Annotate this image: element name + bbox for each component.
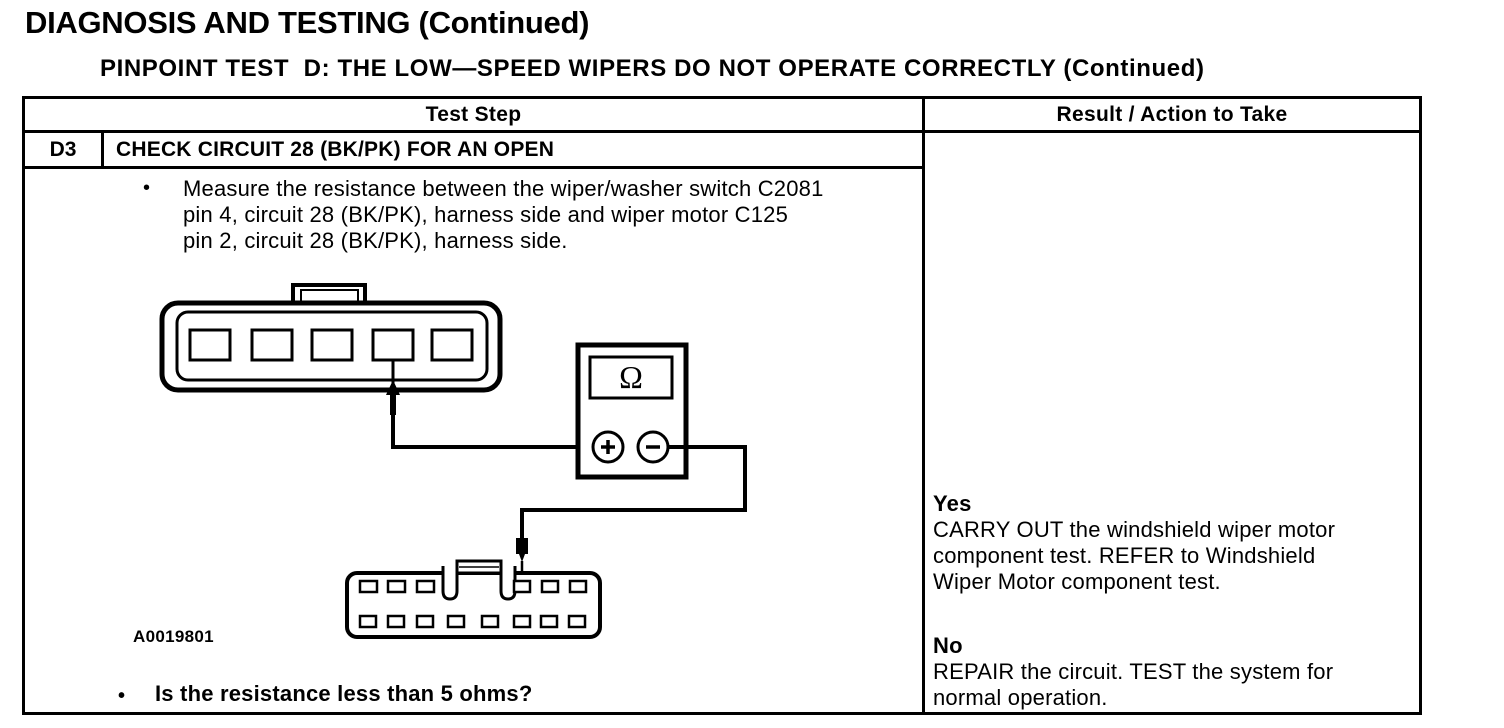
connector-notch xyxy=(499,566,517,601)
positive-wire xyxy=(391,413,594,449)
result-action-header: Result / Action to Take xyxy=(925,99,1419,133)
step-id: D3 xyxy=(25,133,104,166)
result-content-cell: Yes CARRY OUT the windshield wiper motor… xyxy=(925,133,1419,712)
connector-pin xyxy=(250,328,294,362)
yes-action-line: Wiper Motor component test. xyxy=(933,569,1221,594)
wiper-switch-connector xyxy=(159,283,503,393)
yes-label: Yes xyxy=(933,491,972,516)
yes-action-line: component test. REFER to Windshield xyxy=(933,543,1316,568)
test-step-column: Test Step D3 CHECK CIRCUIT 28 (BK/PK) FO… xyxy=(25,99,925,712)
connector-pin xyxy=(415,614,435,629)
connector-pin xyxy=(512,614,532,629)
instruction-line: pin 2, circuit 28 (BK/PK), harness side. xyxy=(183,228,568,253)
connector-pin xyxy=(358,614,378,629)
connector-body xyxy=(345,571,602,639)
instruction-line: Measure the resistance between the wiper… xyxy=(183,176,824,201)
connector-pin xyxy=(480,614,500,629)
connector-pin xyxy=(568,579,588,594)
test-probe-lower-icon xyxy=(516,538,528,562)
test-probe-upper-icon xyxy=(386,380,400,415)
resistance-test-diagram: Ω xyxy=(159,283,747,639)
step-content-cell: • Measure the resistance between the wip… xyxy=(25,169,922,712)
instruction-bullet: • xyxy=(143,177,151,199)
step-row: D3 CHECK CIRCUIT 28 (BK/PK) FOR AN OPEN xyxy=(25,133,922,169)
connector-pin xyxy=(386,579,407,594)
connector-pin xyxy=(358,579,379,594)
negative-wire xyxy=(520,445,747,540)
connector-pin-4 xyxy=(371,328,415,362)
connector-pin xyxy=(430,328,474,362)
wiper-motor-connector xyxy=(345,559,602,639)
question-bullet: • xyxy=(118,685,126,707)
pinpoint-test-table: Test Step D3 CHECK CIRCUIT 28 (BK/PK) FO… xyxy=(22,96,1422,715)
instruction-text: Measure the resistance between the wiper… xyxy=(183,176,824,254)
connector-pin xyxy=(386,614,406,629)
connector-pin xyxy=(188,328,232,362)
connector-pin xyxy=(539,614,559,629)
no-action-line: REPAIR the circuit. TEST the system for xyxy=(933,659,1334,684)
result-action-column: Result / Action to Take Yes CARRY OUT th… xyxy=(925,99,1419,712)
positive-test-lead xyxy=(386,360,594,449)
yes-action-line: CARRY OUT the windshield wiper motor xyxy=(933,517,1336,542)
ohmmeter: Ω xyxy=(575,342,689,480)
result-yes-block: Yes CARRY OUT the windshield wiper motor… xyxy=(933,490,1413,595)
step-title: CHECK CIRCUIT 28 (BK/PK) FOR AN OPEN xyxy=(116,137,555,161)
no-label: No xyxy=(933,633,963,658)
figure-id: A0019801 xyxy=(133,627,214,646)
pinpoint-test-subtitle: PINPOINT TEST D: THE LOW—SPEED WIPERS DO… xyxy=(100,55,1205,82)
connector-pin xyxy=(415,579,436,594)
page-title: DIAGNOSIS AND TESTING (Continued) xyxy=(25,5,590,40)
connector-pin xyxy=(446,614,466,629)
connector-pin xyxy=(310,328,354,362)
connector-pin xyxy=(567,614,587,629)
ohmmeter-display xyxy=(588,355,674,400)
step-question: Is the resistance less than 5 ohms? xyxy=(155,681,533,706)
connector-pin-2 xyxy=(512,579,532,594)
no-action-line: normal operation. xyxy=(933,685,1108,710)
connector-pin xyxy=(540,579,560,594)
test-step-header: Test Step xyxy=(25,99,922,133)
connector-lock-tab xyxy=(291,283,367,305)
result-no-block: No REPAIR the circuit. TEST the system f… xyxy=(933,632,1413,711)
instruction-line: pin 4, circuit 28 (BK/PK), harness side … xyxy=(183,202,789,227)
connector-body-inner xyxy=(175,310,489,382)
ohm-symbol: Ω xyxy=(619,359,643,395)
connector-notch xyxy=(441,566,459,601)
